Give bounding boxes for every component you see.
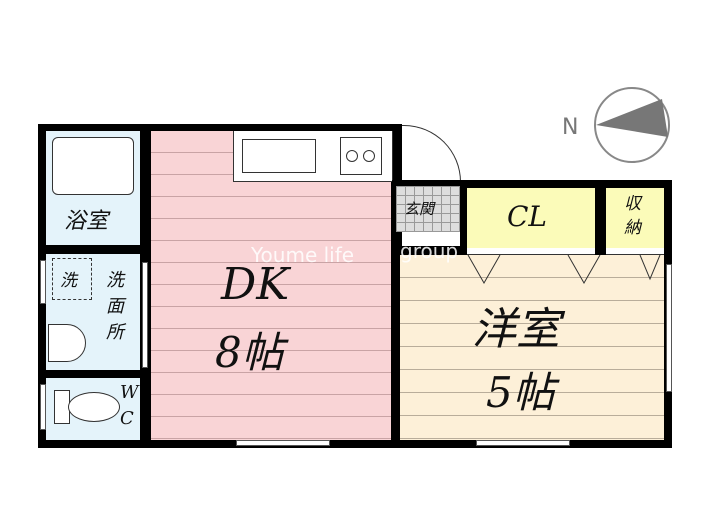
room-closet: CL bbox=[467, 188, 595, 248]
room-bath: 浴室 bbox=[46, 131, 140, 245]
kitchen-counter bbox=[233, 131, 393, 182]
room-washroom: 洗 洗面所 bbox=[46, 254, 140, 370]
compass-north-label: N bbox=[562, 115, 579, 140]
storage-label: 収納 bbox=[624, 194, 641, 238]
western-name: 洋室 bbox=[472, 304, 560, 355]
watermark-text: Youme life bbox=[251, 243, 355, 267]
washroom-label: 洗面所 bbox=[106, 270, 124, 343]
window-western-bottom bbox=[476, 440, 570, 446]
room-storage: 収納 bbox=[606, 188, 664, 248]
toilet-label-c: C bbox=[120, 408, 134, 429]
washer-label: 洗 bbox=[60, 271, 77, 291]
burner-icon bbox=[346, 150, 358, 162]
entrance-label: 玄関 bbox=[404, 200, 435, 218]
kitchen-sink bbox=[242, 139, 316, 173]
window-dk-bottom bbox=[236, 440, 330, 446]
storage-door bbox=[606, 248, 664, 255]
compass-arrow-icon bbox=[594, 87, 670, 163]
entrance-door-swing bbox=[402, 125, 461, 182]
stove bbox=[340, 137, 382, 175]
toilet-bowl bbox=[68, 392, 120, 422]
room-western: group 洋室 5帖 bbox=[400, 239, 664, 440]
window-wash-right bbox=[142, 262, 148, 368]
compass: N bbox=[560, 85, 680, 165]
entrance-step bbox=[402, 232, 460, 246]
western-size: 5帖 bbox=[486, 368, 555, 417]
closet-label: CL bbox=[507, 200, 548, 233]
sink bbox=[48, 324, 86, 362]
watermark-text: group bbox=[400, 239, 459, 263]
room-dk: Youme life DK 8帖 bbox=[151, 131, 393, 440]
bathtub bbox=[52, 137, 134, 195]
dk-size: 8帖 bbox=[215, 328, 284, 377]
toilet-label-w: W bbox=[120, 382, 139, 403]
window-western-right bbox=[666, 264, 672, 392]
closet-door bbox=[467, 248, 595, 255]
window-wash-left bbox=[40, 260, 46, 304]
closet-door-swing-icons bbox=[467, 255, 661, 285]
dk-name: DK bbox=[221, 259, 290, 310]
entrance-floor: 玄関 bbox=[396, 186, 460, 232]
window-toilet-left bbox=[40, 384, 46, 430]
burner-icon bbox=[363, 150, 375, 162]
bath-label: 浴室 bbox=[64, 209, 109, 234]
room-toilet: W C bbox=[46, 378, 140, 440]
washer-space bbox=[52, 258, 92, 300]
